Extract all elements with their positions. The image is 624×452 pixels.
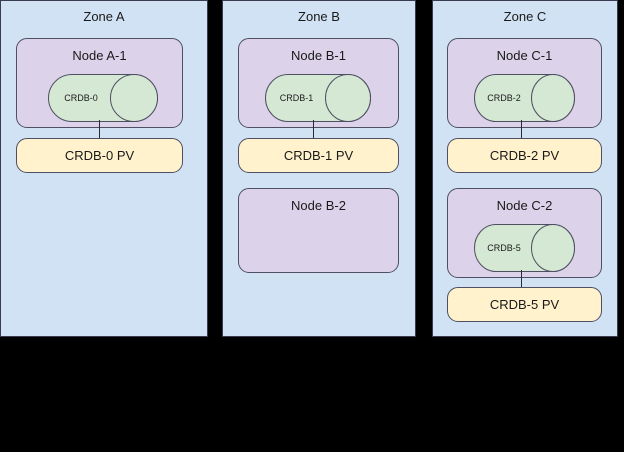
zone-title-a: Zone A bbox=[83, 9, 125, 24]
node-box-b-2: Node B-2 bbox=[238, 188, 399, 273]
pv-box-crdb-2: CRDB-2 PV bbox=[447, 138, 602, 173]
node-title-c-1: Node C-1 bbox=[496, 48, 553, 63]
database-cylinder-crdb-2: CRDB-2 bbox=[474, 74, 575, 122]
zone-title-b: Zone B bbox=[298, 9, 340, 24]
pv-label-crdb-1: CRDB-1 PV bbox=[283, 147, 354, 163]
pv-box-crdb-1: CRDB-1 PV bbox=[238, 138, 399, 173]
connector-c-1 bbox=[521, 120, 522, 139]
database-cylinder-crdb-1: CRDB-1 bbox=[265, 74, 371, 122]
pv-box-crdb-0: CRDB-0 PV bbox=[16, 138, 183, 173]
node-title-b-2: Node B-2 bbox=[291, 198, 346, 213]
connector-a-1 bbox=[99, 120, 100, 139]
pv-label-crdb-0: CRDB-0 PV bbox=[64, 147, 135, 163]
connector-c-2 bbox=[521, 270, 522, 288]
database-cylinder-crdb-0: CRDB-0 bbox=[48, 74, 158, 122]
zone-title-c: Zone C bbox=[503, 9, 547, 24]
connector-b-1 bbox=[313, 120, 314, 139]
pv-label-crdb-2: CRDB-2 PV bbox=[489, 147, 560, 163]
database-cylinder-crdb-5: CRDB-5 bbox=[474, 224, 575, 272]
node-title-a-1: Node A-1 bbox=[72, 48, 127, 63]
node-title-b-1: Node B-1 bbox=[291, 48, 346, 63]
pv-label-crdb-5: CRDB-5 PV bbox=[489, 296, 560, 312]
node-title-c-2: Node C-2 bbox=[496, 198, 553, 213]
pv-box-crdb-5: CRDB-5 PV bbox=[447, 287, 602, 322]
